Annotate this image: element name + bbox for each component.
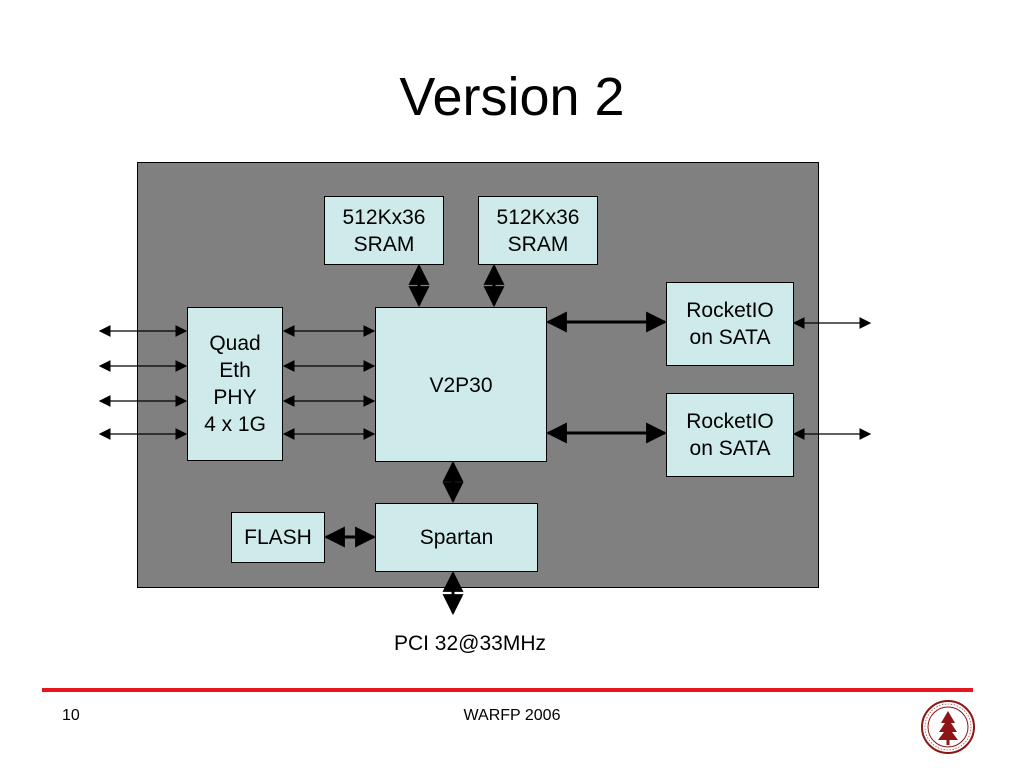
page-number: 10 (62, 707, 80, 724)
footer-divider (42, 688, 973, 692)
pci-label: PCI 32@33MHz (393, 632, 547, 655)
slide-title: Version 2 (399, 67, 625, 127)
flash-block: FLASH (231, 512, 325, 563)
stanford-seal-icon (921, 700, 975, 754)
footer-text: WARFP 2006 (463, 707, 561, 724)
quad-eth-phy-block: Quad Eth PHY 4 x 1G (187, 307, 283, 461)
spartan-block: Spartan (375, 503, 538, 572)
v2p30-fpga-block: V2P30 (375, 307, 547, 462)
